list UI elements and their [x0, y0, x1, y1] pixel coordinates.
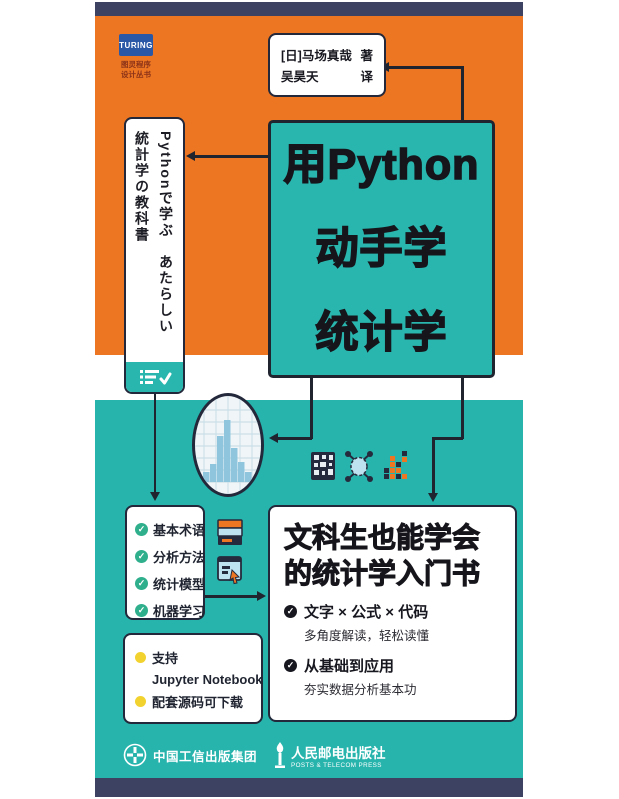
connector-title-pitch-h: [432, 437, 463, 440]
japanese-subtitle-col2: 統計学の教科書: [134, 131, 150, 243]
check-circle-icon: ✓: [135, 577, 148, 590]
publisher-group-name: 中国工信出版集团: [153, 749, 258, 764]
connector-title-japanese: [195, 155, 268, 158]
translator-name: 吴昊天: [281, 70, 319, 84]
title-line2: 动手学: [315, 224, 448, 274]
feature-label: 基本术语: [153, 523, 206, 538]
connector-author-v: [461, 66, 464, 120]
feature-label: 统计模型: [153, 577, 206, 592]
turing-logo: TURING: [119, 34, 153, 56]
pitch-bullet-1-desc: 多角度解读，轻松读懂: [304, 629, 430, 643]
series-caption: 图灵程序 设计丛书: [116, 60, 156, 80]
pitch-box: 文科生也能学会 的统计学入门书 ✓ 文字 × 公式 × 代码 多角度解读，轻松读…: [268, 505, 517, 722]
support-item-1-line2: Jupyter Notebook: [152, 671, 263, 687]
features-box: ✓ 基本术语 ✓ 分析方法 ✓ 统计模型 ✓ 机器学习: [125, 505, 205, 620]
connector-features-pitch: [205, 595, 258, 598]
author-role: 著: [360, 49, 373, 63]
feature-item: ✓ 分析方法: [135, 543, 206, 570]
author-box: [日]马场真哉 著 吴昊天 译: [268, 33, 386, 97]
checklist-icon: [139, 370, 171, 385]
japanese-subtitle-text: Pythonで学ぶ あたらしい 統計学の教科書: [130, 131, 178, 356]
press-logo: [275, 742, 286, 768]
connector-japanese-features: [153, 392, 156, 493]
scatter-x-icon: [345, 451, 373, 482]
connector-title-circle-h: [278, 437, 312, 440]
press-name-en: POSTS & TELECOM PRESS: [291, 761, 382, 769]
connector-title-circle-v: [310, 376, 313, 439]
arrowhead-to-japanese-box: [186, 151, 195, 161]
yellow-dot-icon: [135, 695, 146, 707]
histogram-magnifier: [192, 393, 264, 497]
author-name: [日]马场真哉: [281, 49, 352, 63]
title-line1: 用Python: [283, 140, 480, 190]
histogram-icon: [195, 396, 261, 494]
pitch-heading-line2: 的统计学入门书: [284, 558, 481, 590]
arrowhead-to-pitch-box-left: [257, 591, 266, 601]
feature-item: ✓ 统计模型: [135, 570, 206, 597]
arrowhead-to-features-box: [149, 492, 160, 501]
feature-item: ✓ 机器学习: [135, 597, 206, 624]
japanese-subtitle-box: Pythonで学ぶ あたらしい 統計学の教科書: [124, 117, 185, 394]
turing-logo-text: TURING: [119, 40, 153, 50]
pitch-bullet-1: ✓ 文字 × 公式 × 代码: [284, 601, 501, 622]
check-circle-icon: ✓: [284, 659, 297, 672]
support-item-1: 支持: [135, 646, 261, 668]
qr-code-icon: [311, 452, 335, 480]
support-item-2: 配套源码可下载: [135, 690, 261, 712]
press-name-cn: 人民邮电出版社: [291, 745, 386, 761]
check-circle-icon: ✓: [284, 605, 297, 618]
connector-author-h: [389, 66, 463, 69]
title-box: 用Python 动手学 统计学: [268, 120, 495, 378]
feature-label: 分析方法: [153, 550, 206, 565]
pixel-bar-chart-icon: [384, 451, 407, 479]
title-line3: 统计学: [315, 308, 448, 358]
translator-role: 译: [360, 70, 373, 84]
connector-title-pitch-v2: [432, 437, 435, 494]
support-item-2-label: 配套源码可下载: [152, 694, 244, 710]
arrowhead-to-pitch-box: [428, 493, 438, 502]
yellow-dot-icon: [135, 651, 146, 663]
series-caption-line2: 设计丛书: [121, 70, 151, 79]
book-cover: TURING 图灵程序 设计丛书 [日]马场真哉 著 吴昊天 译 用Python…: [95, 2, 523, 797]
pitch-heading-line1: 文科生也能学会: [284, 522, 481, 554]
feature-label: 机器学习: [153, 604, 206, 619]
monitor-cursor-icon: [217, 556, 242, 585]
support-box: 支持 Jupyter Notebook 配套源码可下载: [123, 633, 263, 724]
pitch-bullet-1-title: 文字 × 公式 × 代码: [304, 604, 429, 621]
press-block: 人民邮电出版社 POSTS & TELECOM PRESS: [273, 741, 386, 769]
japanese-subtitle-col1: Pythonで学ぶ あたらしい: [158, 131, 174, 335]
support-item-1-label: 支持: [152, 650, 179, 666]
pitch-bullet-2: ✓ 从基础到应用: [284, 655, 501, 676]
series-caption-line1: 图灵程序: [121, 60, 151, 69]
book-stack-icon: [217, 519, 243, 545]
feature-item: ✓ 基本术语: [135, 516, 206, 543]
publisher-row: 中国工信出版集团 人民邮电出版社 POSTS & TELECOM PRESS: [123, 738, 386, 772]
publisher-group-logo: [123, 743, 147, 767]
connector-title-pitch-v1: [461, 376, 464, 439]
japanese-box-footer: [126, 362, 183, 392]
check-circle-icon: ✓: [135, 604, 148, 617]
bottom-navy-bar: [95, 778, 523, 797]
check-circle-icon: ✓: [135, 550, 148, 563]
arrowhead-to-histogram-circle: [269, 433, 278, 443]
pitch-bullet-2-title: 从基础到应用: [304, 658, 395, 675]
top-navy-bar: [95, 2, 523, 16]
check-circle-icon: ✓: [135, 523, 148, 536]
pitch-bullet-2-desc: 夯实数据分析基本功: [304, 683, 417, 697]
